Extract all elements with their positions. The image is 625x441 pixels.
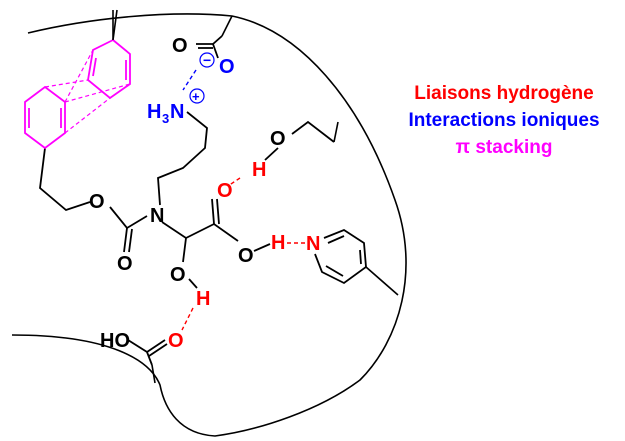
carbamate-carbonyl-bond-b xyxy=(128,228,133,253)
hydroxyl-h: H xyxy=(196,288,210,310)
binding-pocket-outline xyxy=(11,13,407,437)
carboxylate-group xyxy=(196,35,223,59)
carboxylate-o-minus: O xyxy=(219,56,235,78)
hydroxyl-h-bond xyxy=(188,278,198,289)
carboxylate-carbonyl-o: O xyxy=(172,35,188,57)
acid-carbonyl-o: O xyxy=(217,180,233,202)
site-o: O xyxy=(270,128,286,150)
acid-carbonyl-bond-a xyxy=(211,198,215,225)
acid-carbonyl-bond-b xyxy=(216,198,220,225)
carbamate-carbonyl-bond-a xyxy=(123,227,128,253)
ammonium-n: N xyxy=(170,101,184,123)
site-oh-bond xyxy=(264,147,279,161)
legend-pi-stacking: π stacking xyxy=(455,137,553,158)
acid-oh-bond xyxy=(253,243,271,252)
pi-stacking-dashes xyxy=(44,49,131,134)
hydrogen-bond-dashes xyxy=(181,177,305,331)
site-acid-ho: HO xyxy=(100,330,130,352)
pocket-stub-topright xyxy=(221,15,233,37)
backbone xyxy=(161,221,239,242)
legend-ionic-interactions: Interactions ioniques xyxy=(408,110,600,131)
site-acid-o: O xyxy=(168,330,184,352)
ammonium-h: H xyxy=(147,101,161,123)
site-h: H xyxy=(252,159,266,181)
site-acid-carbonyl-a xyxy=(146,339,166,353)
pocket-stub-bottom xyxy=(151,364,156,384)
pocket-stub-right xyxy=(333,121,339,143)
pyridine-n: N xyxy=(306,233,320,255)
plus-charge: + xyxy=(192,89,200,104)
legend: Liaisons hydrogène Interactions ioniques… xyxy=(389,80,619,161)
acid-oh-o: O xyxy=(238,245,254,267)
site-oh-chain xyxy=(291,120,335,143)
minus-charge-circle xyxy=(199,52,215,68)
pi-stacking-phenyl-lower xyxy=(24,85,66,150)
pyridine-attachment xyxy=(365,266,399,296)
ethyl-linker xyxy=(39,147,91,212)
plus-charge-circle xyxy=(189,88,205,104)
hydroxyl-o: O xyxy=(170,264,186,286)
minus-charge: − xyxy=(203,52,211,68)
propyl-chain xyxy=(157,111,208,206)
legend-hydrogen-bonds: Liaisons hydrogène xyxy=(414,83,594,104)
hydroxyl-bond xyxy=(182,237,187,263)
site-acid-carbonyl-b xyxy=(148,343,168,357)
carbamate-ester-o: O xyxy=(89,191,105,213)
carbamate-bonds xyxy=(109,206,148,230)
ammonium-h-sub: 3 xyxy=(162,111,169,126)
ionic-interaction-line xyxy=(182,69,197,91)
carbamate-carbonyl-o: O xyxy=(117,253,133,275)
carbamate-n: N xyxy=(150,205,164,227)
acid-oh-h: H xyxy=(271,232,285,254)
pyridine-ring xyxy=(314,228,367,285)
